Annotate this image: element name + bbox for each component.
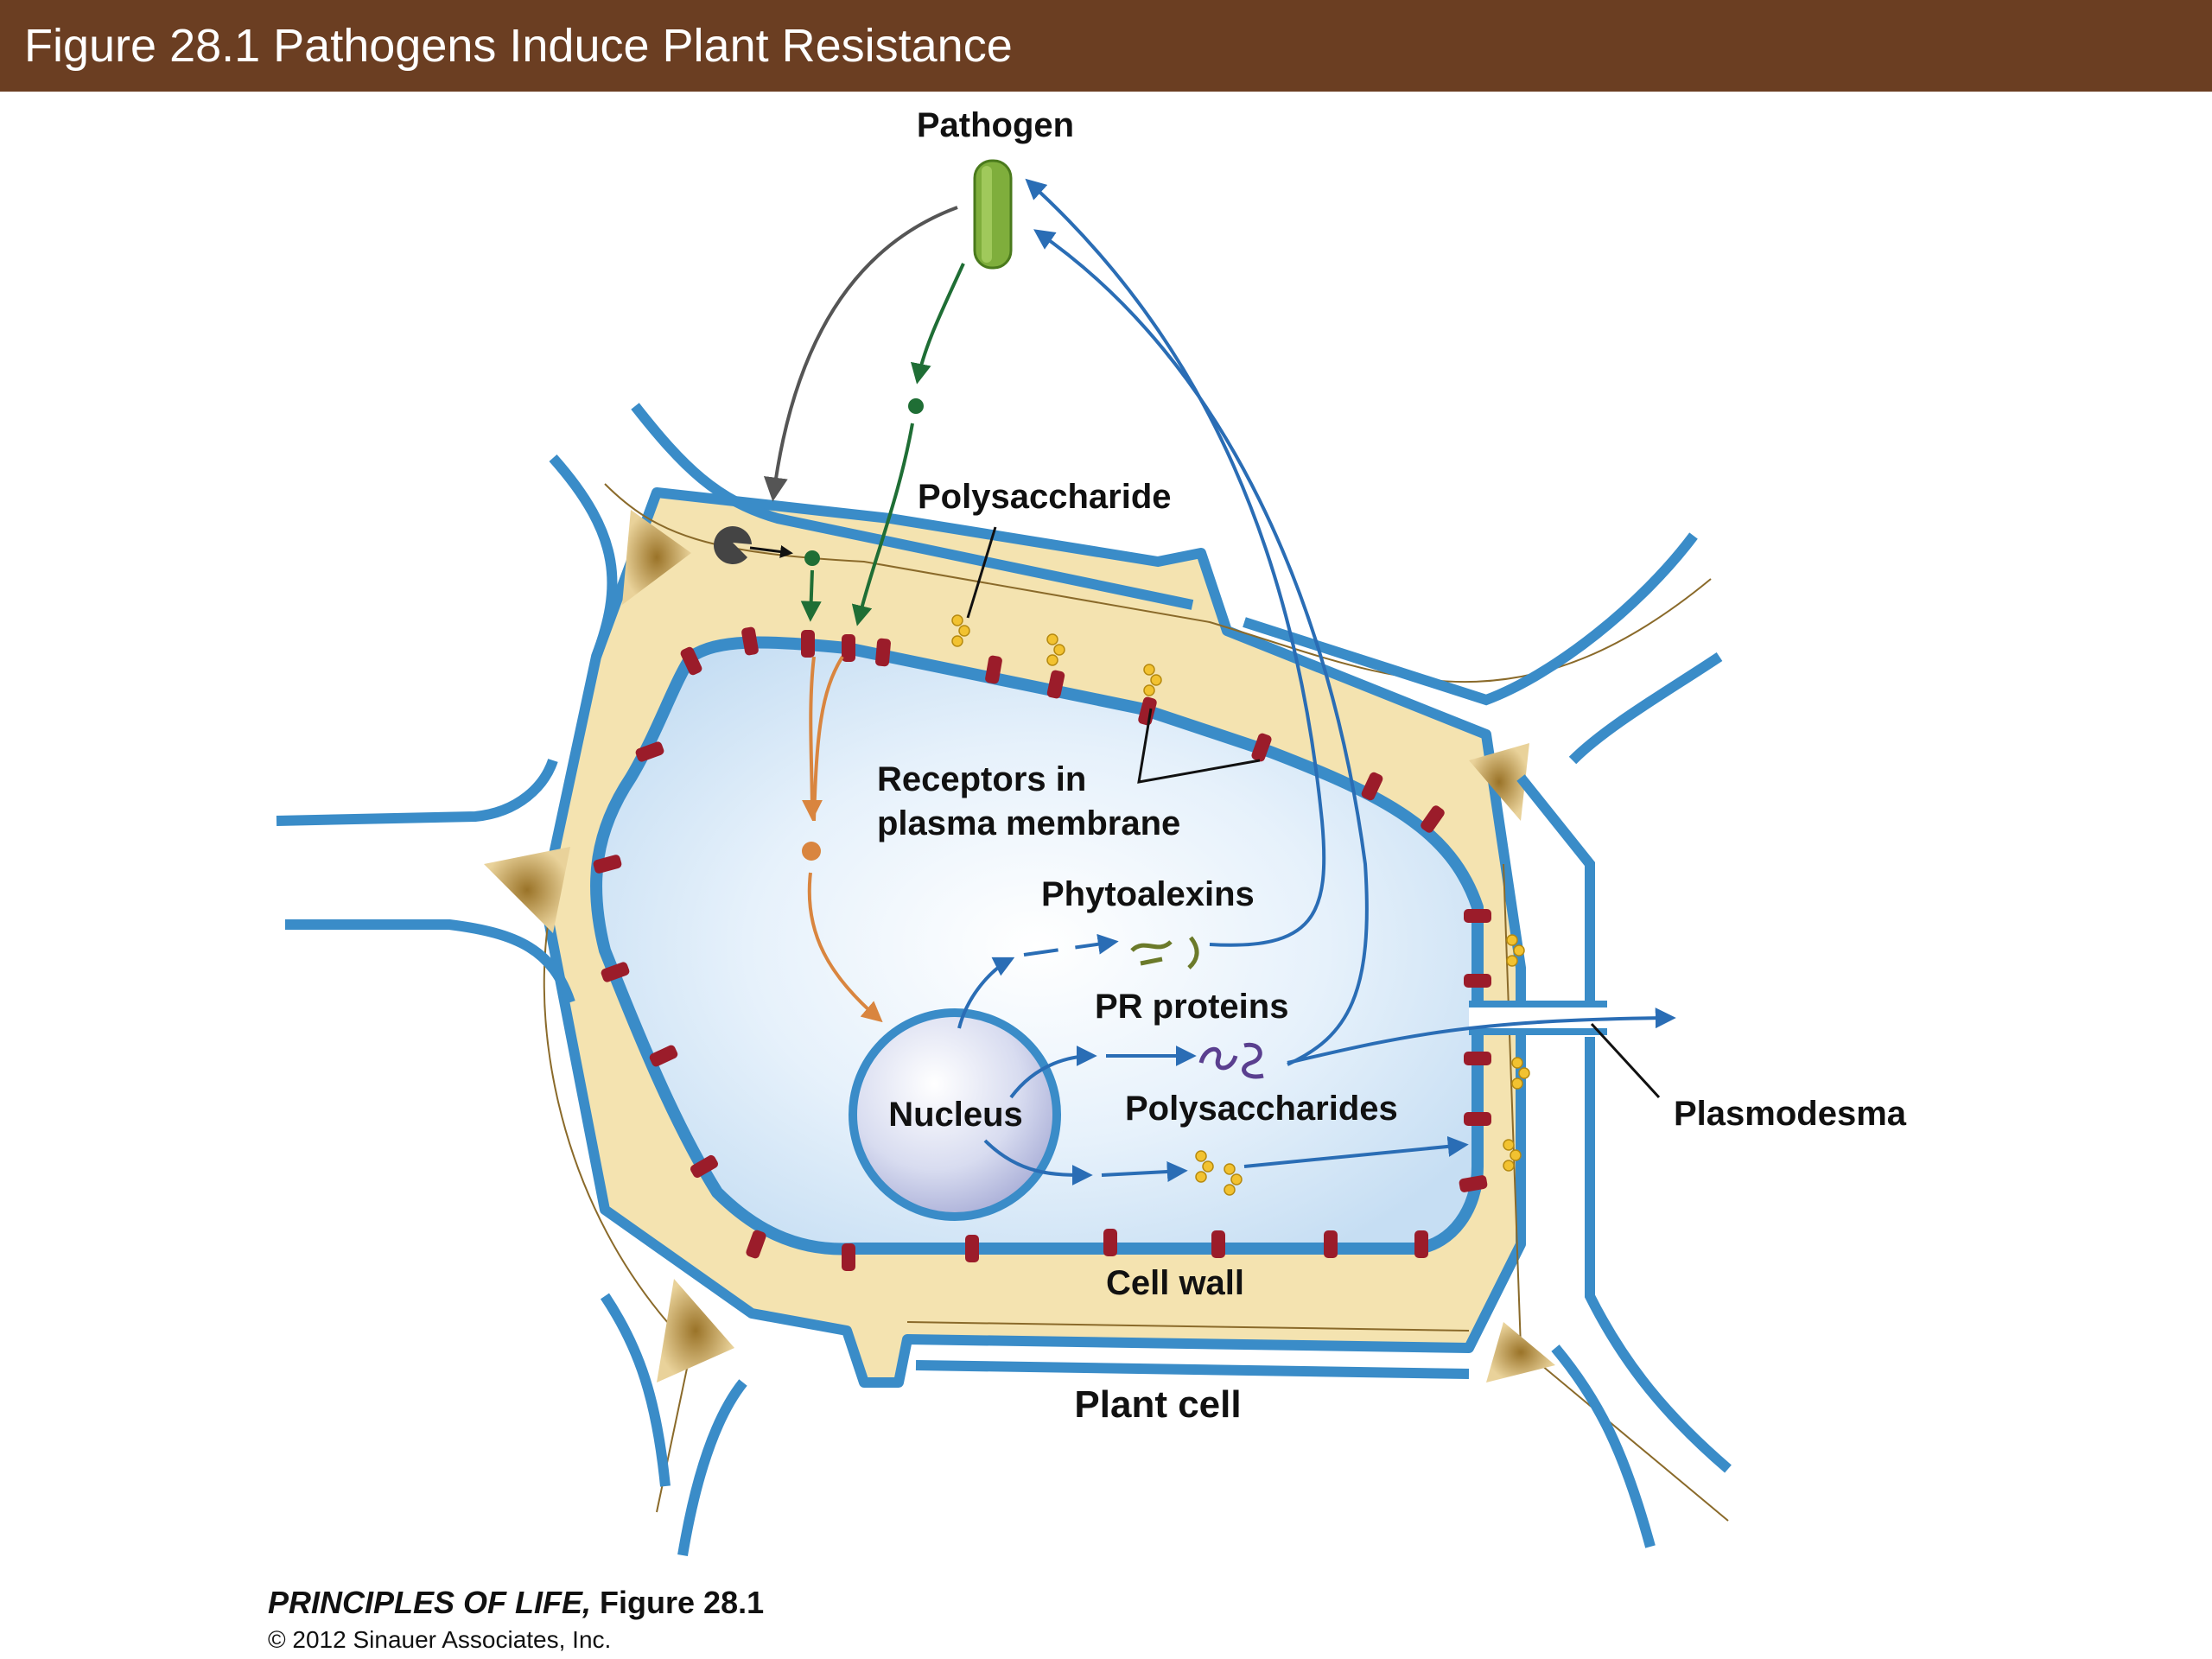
polysaccharide-chain (1224, 1163, 1243, 1196)
receptor (875, 638, 891, 667)
receptor (680, 646, 702, 676)
green-arrow (800, 569, 822, 622)
receptor-group (593, 626, 1491, 1271)
pathogen-icon (973, 159, 1013, 270)
credit-copyright: © 2012 Sinauer Associates, Inc. (268, 1626, 612, 1653)
middle-lamella (906, 1321, 1470, 1332)
green-arrow (851, 423, 914, 626)
wall-junction (1469, 743, 1529, 821)
polysaccharide-group (951, 614, 1530, 1196)
receptor (1464, 1112, 1491, 1126)
cell-wall-label: Cell wall (1106, 1264, 1244, 1302)
receptor (801, 630, 815, 658)
receptor (1459, 1175, 1488, 1192)
gray-arrow (763, 206, 958, 502)
receptor (649, 1045, 678, 1067)
elicitor-molecule (804, 550, 820, 566)
orange-arrow (812, 655, 844, 822)
receptor (965, 1235, 979, 1262)
receptor (842, 634, 855, 662)
polysaccharide-chain (1143, 664, 1162, 696)
pathogen-label: Pathogen (917, 106, 1074, 144)
receptor (741, 626, 759, 656)
phytoalexins-label: Phytoalexins (1041, 875, 1255, 913)
elicitor-molecule (908, 398, 924, 414)
polysaccharides-label: Polysaccharides (1125, 1090, 1398, 1128)
polysaccharide-chain (1195, 1150, 1214, 1183)
pr-proteins-molecules (1198, 1042, 1264, 1079)
polysaccharide-chain (1506, 934, 1525, 967)
credit-book: PRINCIPLES OF LIFE, (268, 1585, 592, 1620)
polysaccharide-leader (966, 526, 997, 619)
blue-arrow (1287, 1007, 1676, 1065)
enzyme-icon (714, 526, 752, 565)
receptor (1361, 772, 1383, 801)
header-bar: Figure 28.1 Pathogens Induce Plant Resis… (0, 0, 2212, 92)
receptor (1251, 733, 1272, 762)
blue-arrow (1025, 178, 1326, 947)
blue-arrow (1023, 933, 1119, 957)
plant-cell-label: Plant cell (1074, 1383, 1241, 1426)
receptors-leader (1137, 708, 1261, 784)
signal-molecule (802, 842, 821, 861)
middle-lamella (1503, 863, 1729, 1522)
receptor (985, 655, 1002, 684)
orange-arrow (807, 872, 883, 1023)
receptor (1046, 670, 1065, 699)
green-arrow (911, 263, 965, 385)
neighbor-walls (276, 403, 1732, 1556)
receptors-label-line2: plasma membrane (877, 804, 1180, 842)
receptor (1211, 1230, 1225, 1258)
plasmodesma-label: Plasmodesma (1674, 1095, 1907, 1133)
receptor (593, 855, 622, 874)
receptor (1464, 974, 1491, 988)
receptor (1421, 805, 1445, 833)
receptor (601, 962, 630, 982)
blue-arrow (1101, 1161, 1188, 1182)
receptor (1464, 1052, 1491, 1065)
credit-figure: Figure 28.1 (600, 1585, 765, 1620)
receptor (1138, 696, 1157, 726)
nucleus-label: Nucleus (888, 1096, 1023, 1134)
blue-arrow (983, 1139, 1093, 1185)
blue-arrow (1033, 229, 1369, 1066)
wall-junction (657, 1279, 734, 1382)
receptors-label-line1: Receptors in (877, 760, 1086, 798)
blue-arrow (957, 957, 1015, 1029)
receptor (635, 741, 664, 762)
receptor (842, 1243, 855, 1271)
phytoalexins-molecules (1130, 936, 1199, 969)
polysaccharide-chain (1046, 633, 1065, 666)
receptor (1464, 909, 1491, 923)
receptor (746, 1230, 766, 1259)
wall-junction (622, 510, 691, 605)
credit-title: PRINCIPLES OF LIFE, Figure 28.1 (268, 1585, 764, 1621)
polysaccharide-chain (951, 614, 970, 647)
receptor (1103, 1229, 1117, 1256)
polysaccharide-chain (1503, 1139, 1522, 1172)
pr-proteins-label: PR proteins (1095, 988, 1288, 1026)
page-title: Figure 28.1 Pathogens Induce Plant Resis… (24, 20, 1013, 72)
wall-junction (1486, 1322, 1555, 1382)
orange-arrow (801, 656, 823, 821)
receptor (1414, 1230, 1428, 1258)
nucleus (849, 1008, 1061, 1221)
blue-arrow (1243, 1135, 1469, 1168)
receptor (690, 1154, 719, 1179)
polysaccharide-chain (1511, 1057, 1530, 1090)
blue-arrow (1009, 1046, 1097, 1099)
polysaccharide-label: Polysaccharide (918, 478, 1172, 516)
receptor (1324, 1230, 1338, 1258)
wall-junction (484, 847, 570, 933)
